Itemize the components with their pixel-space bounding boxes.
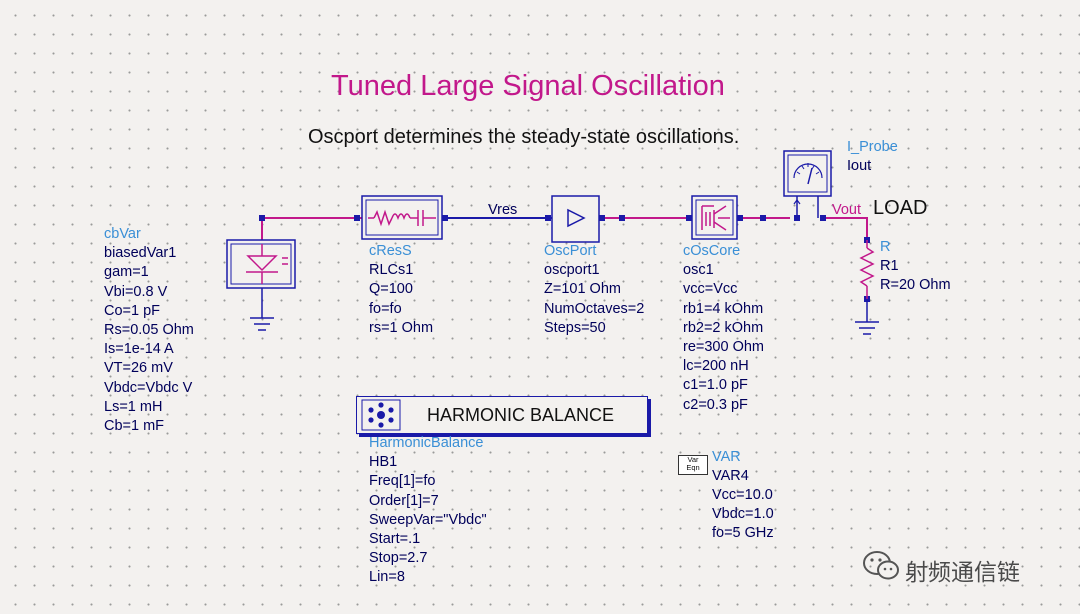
var-icon-top: Var <box>687 455 699 464</box>
param-line: Q=100 <box>369 281 413 298</box>
param-line: lc=200 nH <box>683 358 749 375</box>
current-probe-symbol[interactable] <box>783 150 832 218</box>
var-block-equations[interactable]: Vcc=10.0 Vbdc=1.0 fo=5 GHz <box>712 486 774 544</box>
param-line: fo=5 GHz <box>712 525 774 542</box>
oscport-symbol[interactable] <box>551 195 600 243</box>
param-line: fo=fo <box>369 300 402 317</box>
param-line: Vbdc=1.0 <box>712 506 774 523</box>
param-line: Co=1 pF <box>104 302 161 319</box>
component-type: OscPort <box>544 243 597 259</box>
param-line: Lin=8 <box>369 569 405 586</box>
param-line: Start=.1 <box>369 531 421 548</box>
param-line: R=20 Ohm <box>880 277 951 294</box>
param-line: Stop=2.7 <box>369 550 428 567</box>
cress-parameters[interactable]: cResS RLCs1 Q=100 fo=fo rs=1 Ohm <box>369 242 433 338</box>
param-line: VAR4 <box>712 468 749 485</box>
param-line: NumOctaves=2 <box>544 300 645 317</box>
wechat-logo-icon <box>863 551 899 580</box>
harmonic-balance-icon <box>361 399 401 431</box>
param-line: SweepVar="Vbdc" <box>369 511 487 528</box>
param-line: Iout <box>847 158 872 175</box>
schematic-title: Tuned Large Signal Oscillation <box>331 70 725 102</box>
param-line: rs=1 Ohm <box>369 319 434 336</box>
ground-symbol-load <box>855 321 879 335</box>
param-line: c2=0.3 pF <box>683 396 748 413</box>
param-line: RLCs1 <box>369 262 414 279</box>
param-line: oscport1 <box>544 262 600 279</box>
component-type: R <box>880 239 891 255</box>
wire-cbvar-to-cress[interactable] <box>261 217 362 240</box>
var-block-name[interactable]: VAR VAR4 <box>712 448 749 486</box>
resistor-parameters[interactable]: R R1 R=20 Ohm <box>880 238 951 296</box>
net-label-vres: Vres <box>488 202 518 218</box>
param-line: osc1 <box>683 262 714 279</box>
harmonic-balance-banner: HARMONIC BALANCE <box>427 405 615 425</box>
component-type: cOsCore <box>683 243 741 259</box>
param-line: re=300 Ohm <box>683 339 765 356</box>
watermark-text: 射频通信链 <box>905 559 1020 585</box>
param-line: Steps=50 <box>544 319 606 336</box>
param-line: rb1=4 kOhm <box>683 300 764 317</box>
net-label-vout: Vout <box>832 202 862 218</box>
schematic-subtitle: Oscport determines the steady-state osci… <box>308 126 740 148</box>
coscore-parameters[interactable]: cOsCore osc1 vcc=Vcc rb1=4 kOhm rb2=2 kO… <box>683 242 764 415</box>
component-type: cResS <box>369 243 412 259</box>
param-line: c1=1.0 pF <box>683 377 748 394</box>
param-line: VT=26 mV <box>104 360 173 377</box>
param-line: Is=1e-14 A <box>104 341 174 358</box>
oscport-parameters[interactable]: OscPort oscport1 Z=101 Ohm NumOctaves=2 … <box>544 242 644 338</box>
param-line: HB1 <box>369 454 398 471</box>
param-line: Cb=1 mF <box>104 418 165 435</box>
oscillator-core-symbol[interactable] <box>691 195 738 240</box>
param-line: Z=101 Ohm <box>544 281 621 298</box>
varactor-cbvar-symbol[interactable] <box>226 239 296 318</box>
param-line: Vbdc=Vbdc V <box>104 379 193 396</box>
param-line: R1 <box>880 258 899 275</box>
wire-vout-net[interactable] <box>820 217 868 240</box>
param-line: Ls=1 mH <box>104 398 163 415</box>
iprobe-parameters[interactable]: I_Probe Iout <box>847 138 898 176</box>
resistor-r1-symbol[interactable] <box>859 240 875 322</box>
param-line: Vbi=0.8 V <box>104 283 168 300</box>
param-line: rb2=2 kOhm <box>683 319 764 336</box>
param-line: Rs=0.05 Ohm <box>104 322 194 339</box>
resonator-cress-symbol[interactable] <box>361 195 443 240</box>
harmonic-balance-controller[interactable]: HARMONIC BALANCE <box>356 396 648 434</box>
param-line: gam=1 <box>104 264 149 281</box>
param-line: Order[1]=7 <box>369 492 439 509</box>
component-type: VAR <box>712 449 741 465</box>
var-equation-icon[interactable]: Var Eqn <box>678 455 708 475</box>
component-type: I_Probe <box>847 139 898 155</box>
param-line: biasedVar1 <box>104 245 177 262</box>
net-label-load: LOAD <box>873 197 928 219</box>
param-line: vcc=Vcc <box>683 281 738 298</box>
var-icon-bottom: Eqn <box>686 463 700 472</box>
harmonic-balance-parameters[interactable]: HarmonicBalance HB1 Freq[1]=fo Order[1]=… <box>369 434 487 588</box>
component-type: HarmonicBalance <box>369 435 484 451</box>
cbvar-parameters[interactable]: cbVar biasedVar1 gam=1 Vbi=0.8 V Co=1 pF… <box>104 225 194 436</box>
param-line: Freq[1]=fo <box>369 473 436 490</box>
component-type: cbVar <box>104 226 141 242</box>
param-line: Vcc=10.0 <box>712 487 773 503</box>
ground-symbol-cbvar <box>250 317 274 331</box>
